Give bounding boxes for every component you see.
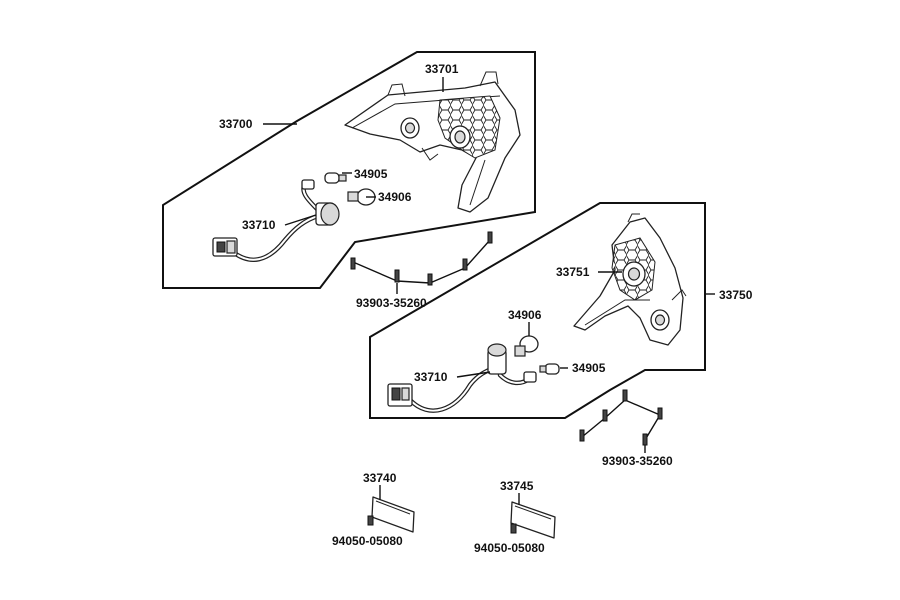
left-lamp-housing bbox=[344, 71, 521, 213]
left-socket-harness bbox=[212, 179, 340, 262]
label-34906-right: 34906 bbox=[508, 308, 542, 322]
label-93903-left: 93903-35260 bbox=[356, 296, 427, 310]
label-94050-right: 94050-05080 bbox=[474, 541, 545, 555]
reflector-33745: 33745 94050-05080 bbox=[474, 479, 556, 555]
right-bulb-34905 bbox=[539, 363, 560, 375]
label-34905-left: 34905 bbox=[354, 167, 388, 181]
label-34906-left: 34906 bbox=[378, 190, 412, 204]
left-assembly-frame bbox=[162, 51, 536, 289]
right-assembly: 33750 33751 34906 33710 34905 93903-3526… bbox=[369, 202, 753, 468]
label-33700: 33700 bbox=[219, 117, 253, 131]
reflector-33740: 33740 94050-05080 bbox=[332, 471, 415, 548]
left-assembly: 33700 33701 34905 34906 33710 93903-3526… bbox=[162, 51, 536, 310]
label-33710-right: 33710 bbox=[414, 370, 448, 384]
right-assembly-frame bbox=[369, 202, 706, 419]
label-33751: 33751 bbox=[556, 265, 590, 279]
right-lamp-housing bbox=[573, 213, 687, 346]
left-bulb-34905 bbox=[324, 172, 347, 184]
left-screws bbox=[350, 231, 493, 286]
label-33710-left: 33710 bbox=[242, 218, 276, 232]
right-bulb-34906 bbox=[514, 335, 539, 357]
label-93903-right: 93903-35260 bbox=[602, 454, 673, 468]
label-34905-right: 34905 bbox=[572, 361, 606, 375]
label-33740: 33740 bbox=[363, 471, 397, 485]
label-33750: 33750 bbox=[719, 288, 753, 302]
label-94050-left: 94050-05080 bbox=[332, 534, 403, 548]
label-33701: 33701 bbox=[425, 62, 459, 76]
label-33745: 33745 bbox=[500, 479, 534, 493]
right-screws bbox=[579, 389, 663, 446]
right-socket-harness bbox=[387, 343, 537, 413]
